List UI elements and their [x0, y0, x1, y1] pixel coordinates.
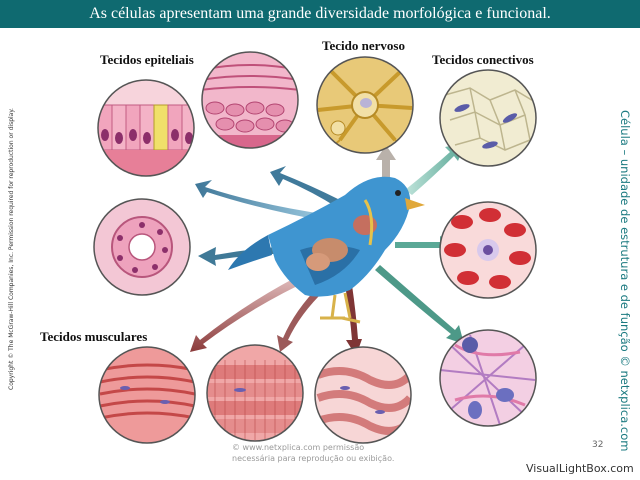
label-connective: Tecidos conectivos — [432, 52, 534, 67]
arrow-to-epithelial-top — [195, 180, 330, 222]
bird-illustration — [228, 176, 425, 324]
page-number: 32 — [592, 440, 604, 450]
nervous-tissue-circle — [316, 56, 414, 154]
title-bar: As células apresentam uma grande diversi… — [0, 0, 640, 28]
muscle-striated-circle — [206, 344, 304, 442]
muscle-cardiac-circle — [314, 346, 412, 444]
arrow-to-connective-1 — [405, 143, 465, 195]
label-muscular: Tecidos musculares — [40, 329, 148, 344]
side-caption-wrap: Célula – unidade de estrutura e de funçã… — [618, 110, 636, 452]
brand-link[interactable]: VisualLightBox.com — [526, 462, 634, 475]
blood-tissue-circle — [439, 201, 537, 299]
watermark-line-2: necessária para reprodução ou exibição. — [232, 454, 395, 463]
label-epithelial: Tecidos epiteliais — [100, 52, 194, 67]
epithelial-stratified-circle — [201, 51, 299, 149]
side-caption: Célula – unidade de estrutura e de funçã… — [618, 110, 632, 452]
epithelial-gland-circle — [93, 198, 191, 296]
arrow-to-nervous — [376, 145, 396, 195]
watermark-line-1: © www.netxplica.com permissão — [232, 443, 365, 452]
copyright-vertical: Copyright © The McGraw-Hill Companies, I… — [8, 108, 15, 390]
watermark: © www.netxplica.com permissão necessária… — [232, 442, 432, 464]
arrow-to-connective-3 — [375, 265, 464, 344]
arrow-to-epithelial-2 — [270, 166, 340, 208]
label-nervous: Tecido nervoso — [322, 38, 405, 53]
slide-title: As células apresentam uma grande diversi… — [89, 5, 551, 22]
arrow-to-muscle-1 — [190, 270, 314, 352]
connective-loose-circle — [439, 329, 537, 427]
epithelial-columnar-circle — [97, 79, 195, 177]
connective-tissue-circle — [439, 69, 537, 167]
muscle-skeletal-circle — [98, 346, 196, 444]
arrow-to-muscle-2 — [277, 285, 325, 352]
beak — [405, 198, 425, 210]
